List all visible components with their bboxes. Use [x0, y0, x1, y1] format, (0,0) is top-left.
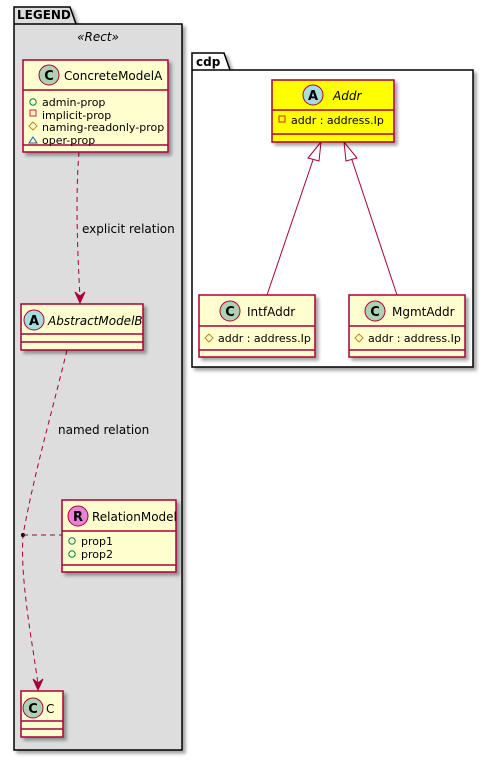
class-badge-icon	[38, 64, 60, 86]
attr-addr: addr : address.Ip	[218, 332, 311, 345]
private-visibility-icon	[278, 115, 286, 123]
edge-intf-extends-addr	[266, 140, 322, 296]
class-addr[interactable]: A Addr addr : address.Ip	[271, 79, 395, 143]
class-badge-icon	[219, 300, 241, 322]
class-name: Addr	[332, 89, 362, 103]
class-badge-letter: C	[225, 305, 235, 320]
relation-badge-letter: R	[73, 510, 83, 525]
class-badge-letter: C	[370, 305, 380, 320]
relation-badge-icon	[67, 505, 89, 527]
abstract-badge-letter: A	[308, 89, 318, 104]
prop-implicit: implicit-prop	[42, 109, 111, 122]
edge-mgmt-extends-addr	[343, 140, 398, 296]
public-visibility-icon	[29, 98, 37, 106]
attr-addr: addr : address.Ip	[291, 114, 384, 127]
prop-1: prop1	[81, 535, 113, 548]
cdp-tab-label: cdp	[196, 55, 221, 69]
class-badge-icon	[364, 300, 386, 322]
abstract-badge-icon	[302, 84, 324, 106]
prop-oper: oper-prop	[42, 134, 95, 147]
class-c[interactable]: C C	[20, 690, 64, 738]
edge-named-relation	[21, 349, 68, 692]
class-intf-addr[interactable]: C IntfAddr addr : address.Ip	[198, 294, 316, 358]
class-relation-model[interactable]: R RelationModel prop1 prop2	[61, 499, 177, 573]
edge-named-label: named relation	[58, 423, 149, 437]
class-badge-letter: C	[28, 702, 38, 717]
private-visibility-icon	[29, 109, 37, 117]
class-name: RelationModel	[92, 510, 177, 524]
class-name: AbstractModelB	[47, 314, 143, 328]
protected-visibility-icon	[28, 121, 38, 131]
prop-naming-readonly: naming-readonly-prop	[42, 121, 164, 134]
cdp-package: cdp	[191, 52, 474, 368]
protected-visibility-icon	[354, 333, 364, 343]
edge-explicit-relation	[74, 151, 86, 305]
package-visibility-icon	[28, 136, 38, 144]
legend-stereotype: «Rect»	[77, 30, 119, 44]
class-abstract-model-b[interactable]: A AbstractModelB	[20, 303, 144, 351]
class-concrete-model-a[interactable]: C ConcreteModelA admin-prop implicit-pro…	[22, 59, 169, 153]
class-name: MgmtAddr	[392, 305, 455, 319]
prop-admin: admin-prop	[42, 96, 105, 109]
public-visibility-icon	[68, 537, 76, 545]
class-name: IntfAddr	[247, 305, 295, 319]
class-name: C	[46, 702, 54, 716]
class-badge-letter: C	[44, 69, 54, 84]
class-name: ConcreteModelA	[64, 69, 163, 83]
protected-visibility-icon	[204, 333, 214, 343]
edge-explicit-label: explicit relation	[82, 222, 175, 236]
class-mgmt-addr[interactable]: C MgmtAddr addr : address.Ip	[348, 294, 466, 358]
attr-addr: addr : address.Ip	[368, 332, 461, 345]
abstract-badge-icon	[23, 309, 45, 331]
class-badge-icon	[22, 697, 44, 719]
legend-tab-label: LEGEND	[17, 8, 71, 22]
abstract-badge-letter: A	[29, 314, 39, 329]
public-visibility-icon	[68, 550, 76, 558]
prop-2: prop2	[81, 548, 113, 561]
